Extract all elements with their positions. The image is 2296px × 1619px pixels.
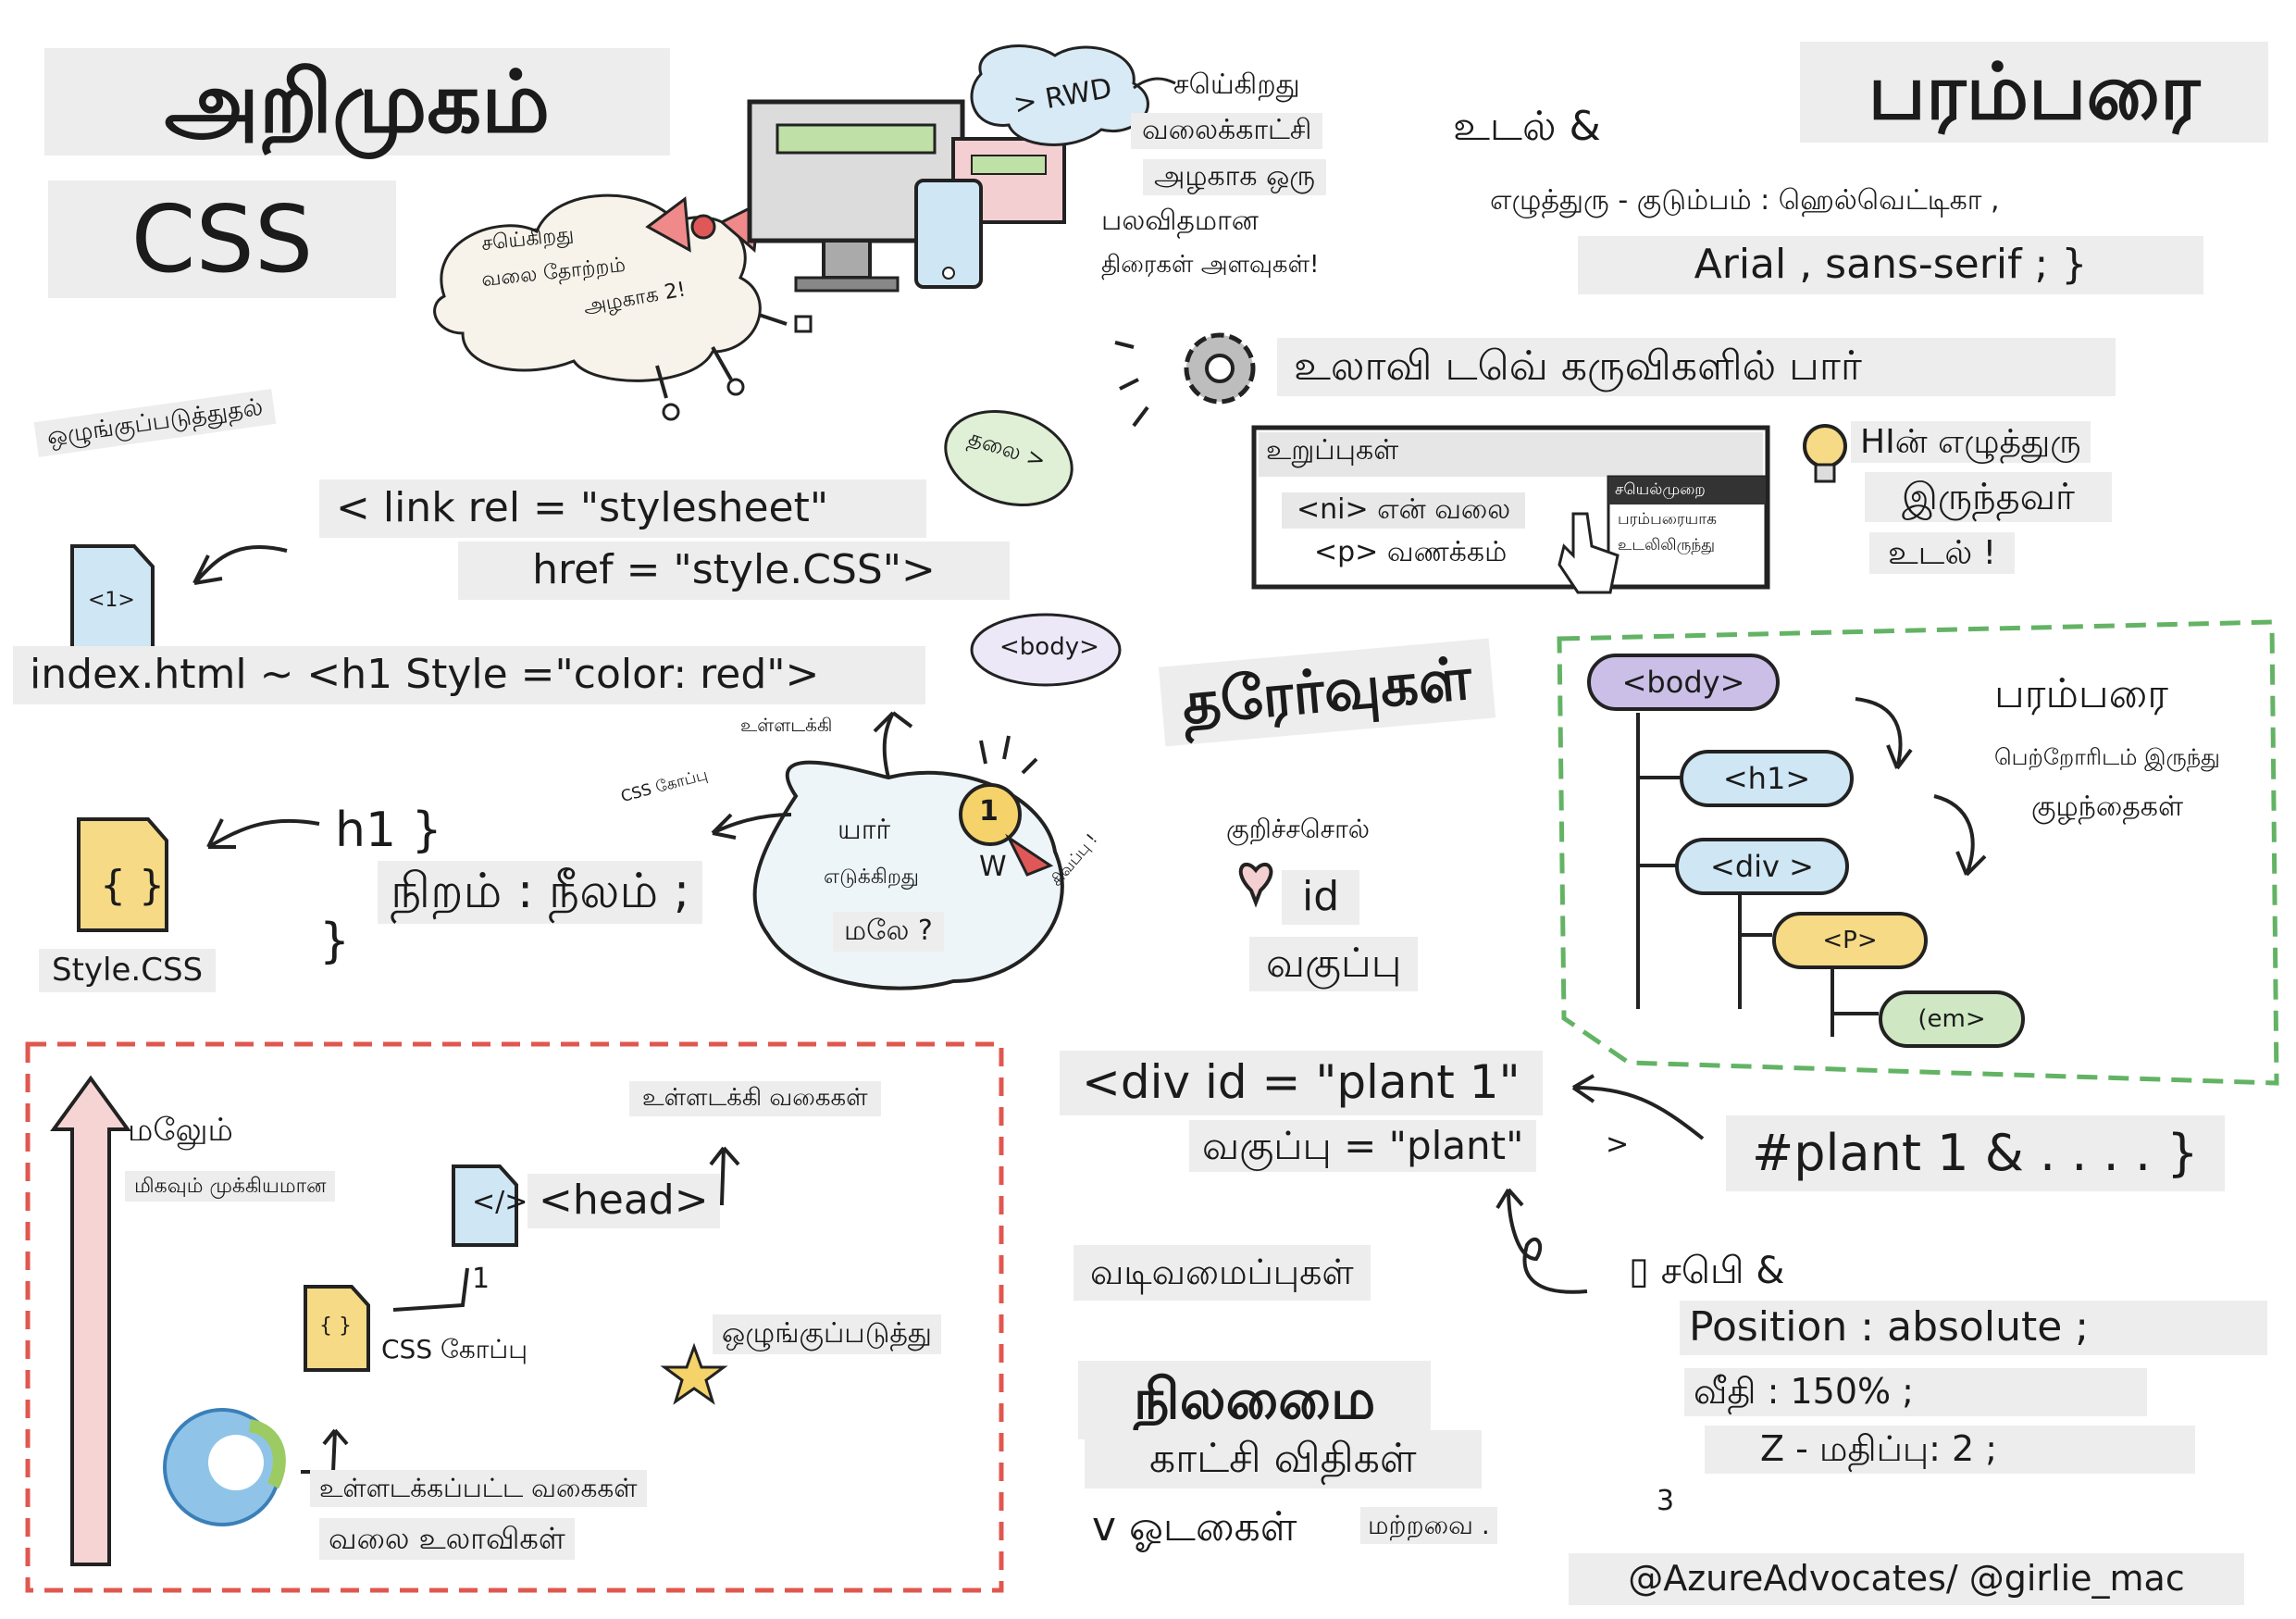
rule-close: }	[319, 914, 351, 969]
who-wins-1: யார்	[838, 814, 891, 846]
devtools-label: உலாவி டவெ் கருவிகளில் பார்	[1277, 338, 2116, 396]
panel-side-2: உடலிலிருந்து	[1618, 536, 1715, 554]
tree-node-div: <div >	[1675, 838, 1849, 895]
who-wins-3: மலே ?	[833, 912, 944, 952]
html-file-icon	[70, 544, 155, 650]
rwd-note-5: திரைகள் அளவுகள்!	[1101, 251, 1320, 279]
cascade-order: ஒழுங்குப்படுத்து	[713, 1314, 941, 1354]
head-bubble	[944, 409, 1074, 507]
cascade-top: மலேும்	[128, 1112, 233, 1149]
cascade-head: <head>	[527, 1174, 720, 1228]
medal-w: W	[979, 851, 1007, 883]
medal-icon	[959, 783, 1022, 846]
body-bubble-text: <body>	[999, 633, 1099, 661]
tree-heading: பரம்பரை	[1994, 670, 2168, 717]
tree-node-h1: <h1>	[1680, 750, 1854, 807]
code-file-icon	[452, 1164, 518, 1247]
who-wins-2: எடுக்கிறது	[824, 866, 919, 889]
cascade-code-icon: </>	[472, 1186, 528, 1218]
inherit-body: உடல் &	[1453, 103, 1601, 150]
cascade-box	[25, 1041, 1004, 1593]
inherit-font-family: எழுத்துரு - குடும்பம் : ஹெல்வெட்டிகா ,	[1490, 184, 2000, 217]
position-rule: Position : absolute ;	[1680, 1301, 2267, 1355]
div-class-line: வகுப்பு = "plant"	[1189, 1120, 1537, 1173]
tree-from-parents: பெற்றோரிடம் இருந்து	[1994, 744, 2220, 770]
tree-box	[1557, 619, 2279, 1086]
medal-number: 1	[979, 795, 999, 828]
selector-id: id	[1282, 870, 1360, 925]
hand-cursor-icon	[1558, 512, 1620, 594]
rule-h1: h1 }	[335, 803, 442, 858]
rwd-note-2: வலைக்காட்சி	[1131, 113, 1323, 149]
star-icon	[660, 1342, 728, 1405]
tree-node-p: <P>	[1772, 912, 1928, 969]
cascade-embedded: உள்ளடக்கப்பட்ட வகைகள்	[310, 1470, 647, 1508]
cascade-inline-types: உள்ளடக்கி வகைகள்	[629, 1081, 881, 1116]
body-bubble	[970, 613, 1122, 687]
layout-floats: v ஓடகைள்	[1092, 1503, 1297, 1551]
link-line-2: href = "style.CSS">	[458, 542, 1010, 600]
rwd-note-4: பலவிதமான	[1101, 205, 1259, 237]
css-file-icon	[77, 817, 168, 932]
credit: @AzureAdvocates/ @girlie_mac	[1569, 1553, 2244, 1605]
inline-note: உள்ளடக்கி	[740, 714, 833, 736]
layout-display: காட்சி விதிகள்	[1085, 1430, 1482, 1488]
panel-header: உறுப்புகள்	[1266, 434, 1399, 467]
panel-row-2: <p> வணக்கம்	[1314, 536, 1508, 568]
rule-declaration: நிறம் : நீலம் ;	[378, 861, 703, 924]
bulb-note-2: இருந்தவர்	[1865, 472, 2112, 522]
bulb-note-3: உடல் !	[1869, 532, 2016, 575]
inline-style-line: index.html ~ <h1 Style ="color: red">	[13, 646, 925, 704]
tree-node-em: (em>	[1879, 990, 2025, 1048]
css-file-icon-2	[304, 1285, 370, 1372]
layout-other: மற்றவை .	[1360, 1507, 1497, 1545]
layout-title: வடிவமைப்புகள்	[1074, 1245, 1371, 1301]
inherit-font-values: Arial , sans-serif ; }	[1578, 236, 2203, 294]
bulb-note-1: HIன் எழுத்துரு	[1851, 421, 2091, 464]
cascade-file-braces: { }	[319, 1314, 352, 1338]
width-rule: வீதி : 150% ;	[1684, 1368, 2147, 1416]
cascade-css-file: CSS கோப்பு	[381, 1334, 528, 1364]
priority-arrow	[50, 1075, 131, 1566]
phone-icon	[914, 179, 983, 289]
z-rule: Z - மதிப்பு: 2 ;	[1705, 1426, 2195, 1474]
cascade-head-num: 1	[472, 1263, 490, 1295]
style-file-braces: { }	[100, 862, 165, 909]
style-file-name: Style.CSS	[39, 949, 217, 993]
id-rule: #plant 1 & . . . . }	[1726, 1115, 2225, 1192]
heart-icon	[1238, 863, 1273, 908]
bulb-icon	[1803, 424, 1847, 468]
link-line-1: < link rel = "stylesheet"	[319, 479, 926, 538]
rwd-note-3: அழகாக ஒரு	[1143, 159, 1327, 195]
selector-class: வகுப்பு	[1249, 937, 1419, 991]
panel-side-1: பரம்பரையாக	[1618, 510, 1717, 529]
html-file-label: <1>	[88, 589, 135, 612]
div-close: >	[1606, 1128, 1630, 1161]
panel-side-head: சயெல்முறை	[1615, 480, 1706, 499]
cascade-important: மிகவும் முக்கியமான	[125, 1171, 336, 1202]
panel-row-1: <ni> என் வலை	[1282, 492, 1526, 529]
inherit-title: பரம்பரை	[1800, 42, 2268, 143]
div-id-line: <div id = "plant 1"	[1060, 1051, 1543, 1115]
css-title: CSS	[48, 181, 396, 298]
tree-node-body: <body>	[1587, 654, 1780, 711]
tree-children: குழந்தைகள்	[2031, 791, 2184, 823]
selector-keyword: குறிச்சசொல்	[1226, 814, 1370, 844]
cascade-browsers: வலை உலாவிகள்	[319, 1518, 575, 1560]
layout-num: 3	[1657, 1485, 1675, 1517]
box-head: ▯ சபெி &	[1629, 1250, 1785, 1292]
intro-title: அறிமுகம்	[44, 48, 670, 156]
layout-position: நிலமைை	[1078, 1361, 1432, 1439]
rwd-note-1: சயெ்கிறது	[1173, 68, 1300, 101]
